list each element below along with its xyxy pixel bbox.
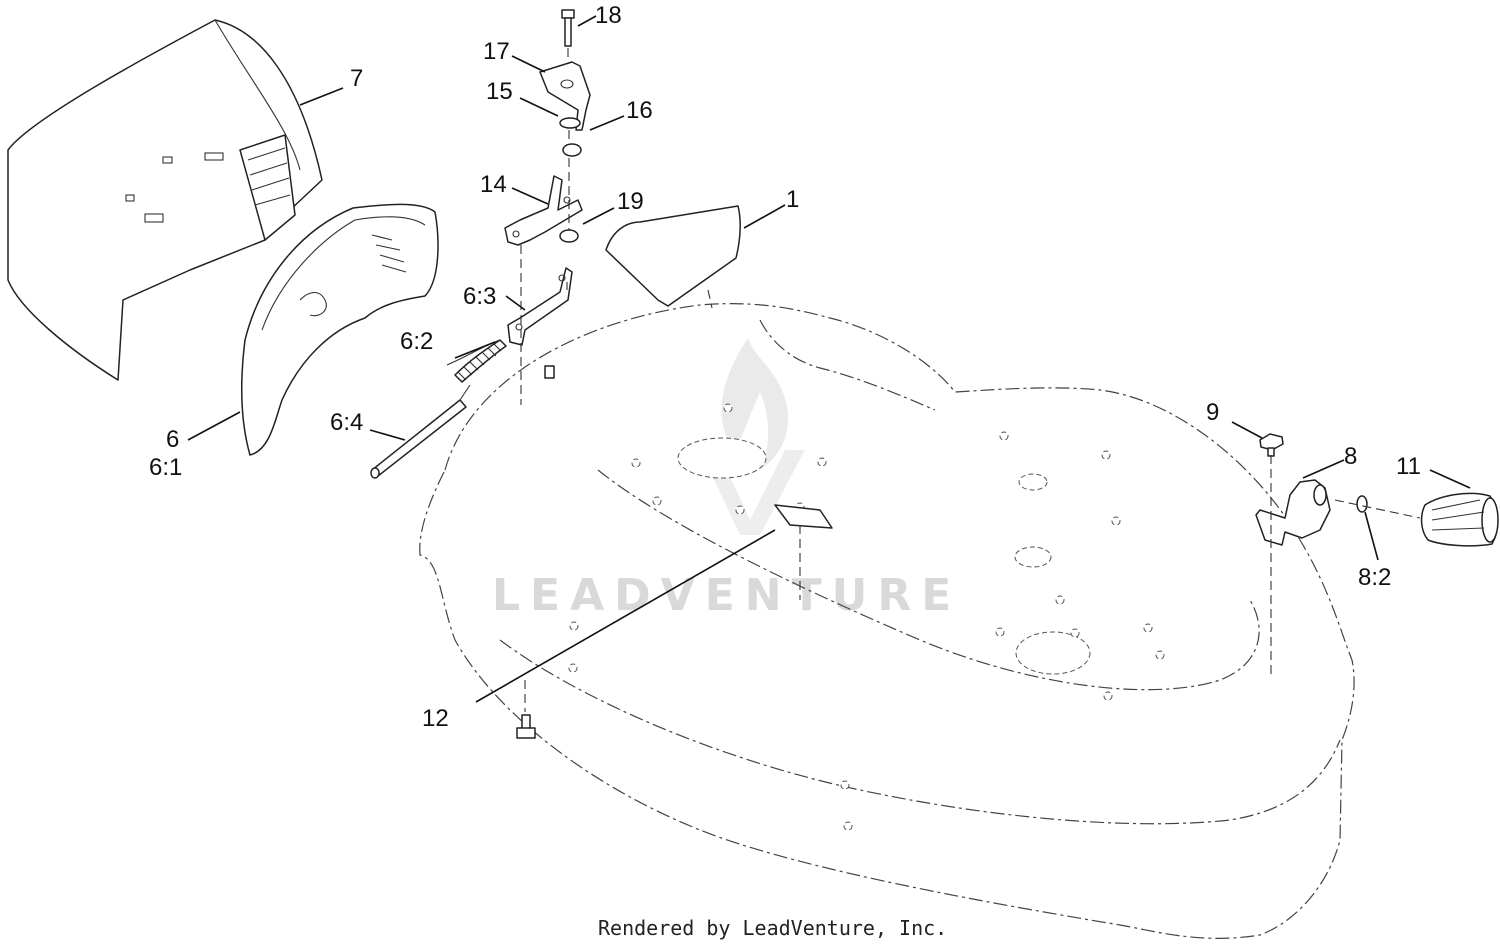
bolt-18 bbox=[561, 9, 575, 47]
nut-19 bbox=[559, 229, 579, 243]
bolt-9 bbox=[1259, 433, 1284, 457]
callout-6-1: 6:1 bbox=[149, 454, 182, 481]
callout-18: 18 bbox=[595, 2, 622, 29]
callout-1: 1 bbox=[786, 186, 799, 213]
spring-6-2 bbox=[446, 339, 507, 383]
cap-11 bbox=[1420, 492, 1499, 547]
deflector-6 bbox=[241, 203, 439, 456]
callout-labels: 1 6 6:1 6:2 6:3 6:4 7 8 8:2 9 11 12 14 1… bbox=[149, 2, 1421, 732]
callout-12: 12 bbox=[422, 705, 449, 732]
lever-17 bbox=[539, 61, 591, 131]
decal-12 bbox=[774, 504, 833, 529]
callout-11: 11 bbox=[1396, 453, 1421, 480]
bolt-bottom bbox=[516, 714, 536, 739]
callout-6-2: 6:2 bbox=[400, 328, 433, 355]
bracket-14 bbox=[504, 175, 583, 246]
bracket-6-3 bbox=[507, 267, 573, 346]
callout-16: 16 bbox=[626, 97, 653, 124]
elbow-fitting-8 bbox=[1255, 479, 1331, 546]
spring-washer-16 bbox=[562, 143, 582, 157]
callout-6-4: 6:4 bbox=[330, 409, 363, 436]
rod-6-4 bbox=[370, 384, 471, 479]
plate-1 bbox=[605, 205, 741, 307]
callout-7: 7 bbox=[350, 65, 363, 92]
callout-8: 8 bbox=[1344, 443, 1357, 470]
pin bbox=[544, 365, 555, 379]
callout-14: 14 bbox=[480, 171, 507, 198]
callout-9: 9 bbox=[1206, 399, 1219, 426]
watermark-logo bbox=[700, 338, 805, 535]
alignment-lines bbox=[520, 48, 1421, 712]
leader-lines bbox=[187, 15, 1471, 703]
footer-credit: Rendered by LeadVenture, Inc. bbox=[598, 916, 947, 940]
mower-deck bbox=[419, 303, 1355, 939]
o-ring-8-2 bbox=[1356, 495, 1368, 513]
watermark-text: LEADVENTURE bbox=[492, 570, 961, 621]
callout-6-3: 6:3 bbox=[463, 283, 496, 310]
callout-8-2: 8:2 bbox=[1358, 564, 1391, 591]
callout-17: 17 bbox=[483, 38, 510, 65]
discharge-chute-7 bbox=[7, 19, 323, 381]
callout-19: 19 bbox=[617, 188, 644, 215]
washer-15 bbox=[559, 117, 581, 129]
callout-6: 6 bbox=[166, 426, 179, 453]
callout-15: 15 bbox=[486, 78, 513, 105]
